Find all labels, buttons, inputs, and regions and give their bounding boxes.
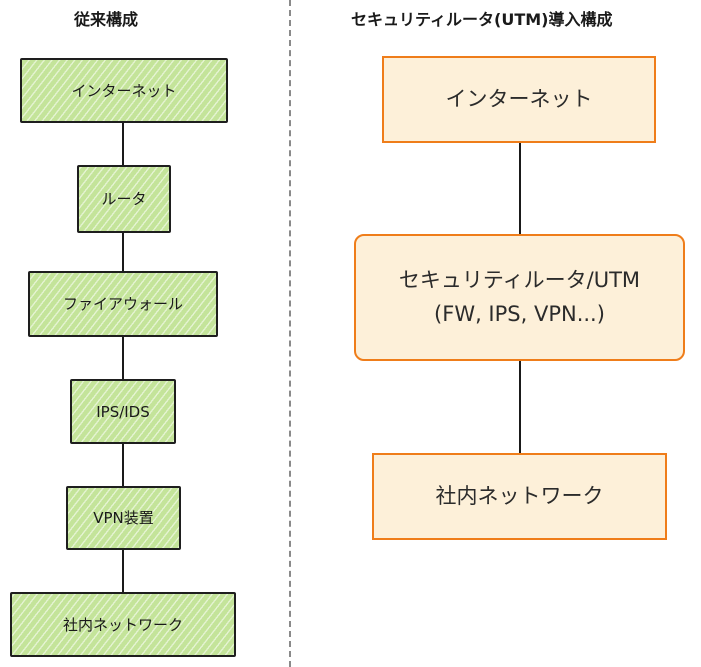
right-node-internal-network: 社内ネットワーク	[372, 453, 667, 540]
left-node-internet: インターネット	[20, 58, 228, 123]
right-column-title: セキュリティルータ(UTM)導入構成	[351, 10, 613, 29]
column-divider	[289, 0, 291, 667]
left-node-vpn: VPN装置	[66, 486, 181, 550]
right-node-utm-label: セキュリティルータ/UTM	[398, 267, 641, 292]
left-node-vpn-label: VPN装置	[93, 509, 154, 527]
left-node-firewall: ファイアウォール	[28, 271, 218, 337]
left-column-title: 従来構成	[74, 10, 139, 29]
left-node-internal-network-label: 社内ネットワーク	[62, 615, 183, 634]
left-connector-internet-router	[122, 123, 124, 165]
right-node-internal-network-label: 社内ネットワーク	[435, 483, 604, 508]
left-node-firewall-label: ファイアウォール	[62, 295, 183, 313]
left-connector-vpn-lan	[122, 550, 124, 592]
right-node-utm-sublabel: (FW, IPS, VPN...)	[434, 301, 605, 326]
left-node-internal-network: 社内ネットワーク	[10, 592, 236, 657]
left-connector-firewall-ips	[122, 337, 124, 379]
left-node-ips-ids: IPS/IDS	[70, 379, 176, 444]
right-connector-utm-lan	[519, 361, 521, 453]
right-node-internet-label: インターネット	[445, 86, 593, 111]
left-node-internet-label: インターネット	[71, 81, 177, 100]
left-connector-ips-vpn	[122, 444, 124, 486]
left-node-router-label: ルータ	[101, 190, 147, 208]
left-connector-router-firewall	[122, 233, 124, 271]
right-node-security-router-utm: セキュリティルータ/UTM (FW, IPS, VPN...)	[354, 234, 685, 361]
right-node-internet: インターネット	[382, 56, 656, 143]
left-node-ips-ids-label: IPS/IDS	[96, 402, 150, 421]
right-connector-internet-utm	[519, 143, 521, 234]
left-node-router: ルータ	[77, 165, 171, 233]
